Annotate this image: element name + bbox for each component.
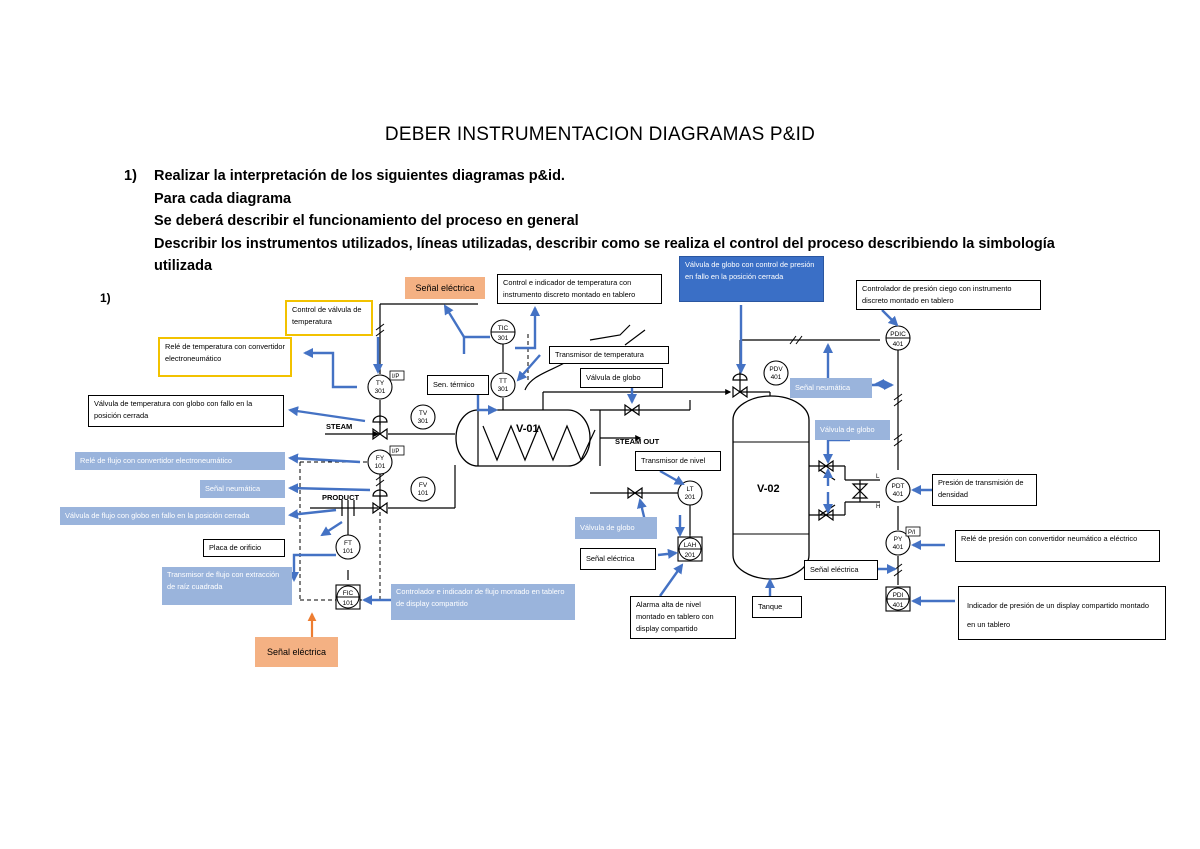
svg-text:101: 101 (375, 463, 386, 470)
svg-text:401: 401 (893, 341, 904, 348)
instrument-tic301: TIC 301 (490, 319, 516, 345)
label-alarma-nivel: Alarma alta de nivel montado en tablero … (630, 596, 736, 639)
svg-text:201: 201 (685, 552, 696, 559)
steam-out-label: STEAM OUT (615, 437, 660, 446)
label-valvula-temperatura-globo: Válvula de temperatura con globo con fal… (88, 395, 284, 427)
vessel-v02: V-02 (732, 395, 810, 580)
svg-text:401: 401 (893, 491, 904, 498)
svg-text:401: 401 (771, 374, 782, 381)
label-pdic-desc: Controlador de presión ciego con instrum… (856, 280, 1041, 310)
instruction-line-2: Para cada diagrama (154, 190, 292, 207)
instrument-pdic401: PDIC 401 (885, 325, 911, 351)
svg-text:TIC: TIC (498, 325, 509, 332)
svg-text:301: 301 (498, 335, 509, 342)
label-senal-electrica-bottom: Señal eléctrica (255, 637, 338, 667)
label-transmisor-flujo: Transmisor de flujo con extracción de ra… (162, 567, 292, 605)
label-transmisor-nivel: Transmisor de nivel (635, 451, 721, 471)
section-label: 1) (100, 291, 111, 305)
label-rele-presion: Relé de presión con convertidor neumátic… (955, 530, 1160, 562)
svg-text:TV: TV (419, 410, 428, 417)
pneumatic-marks (375, 323, 903, 577)
instruction-number: 1) (124, 168, 137, 184)
v02-label: V-02 (757, 483, 780, 495)
svg-text:301: 301 (375, 388, 386, 395)
svg-text:PDV: PDV (769, 366, 783, 373)
label-sensor-termico: Sen. térmico (427, 375, 489, 395)
label-valvula-globo-1: Válvula de globo (580, 368, 663, 388)
label-placa-orificio: Placa de orificio (203, 539, 285, 557)
label-senal-electrica-3: Señal eléctrica (804, 560, 878, 580)
annotation-arrows (287, 304, 955, 607)
instruction-line-4: Describir los instrumentos utilizados, l… (154, 235, 1055, 275)
label-transmisor-temp: Transmisor de temperatura (549, 346, 669, 364)
svg-text:TY: TY (376, 380, 385, 387)
instructions: 1) Realizar la interpretación de los sig… (124, 165, 1094, 278)
svg-text:101: 101 (343, 548, 354, 555)
instruction-line-1: Realizar la interpretación de los siguie… (154, 168, 565, 184)
tag-l: L (876, 474, 880, 480)
tag-ip-2: I/P (392, 449, 399, 455)
label-rele-temperatura: Relé de temperatura con convertidor elec… (158, 337, 292, 377)
svg-text:FV: FV (419, 482, 428, 489)
svg-text:PDT: PDT (892, 483, 905, 490)
tag-ip-1: I/P (392, 374, 399, 380)
svg-text:LT: LT (686, 486, 693, 493)
svg-text:FT: FT (344, 540, 352, 547)
label-senal-electrica-top: Señal eléctrica (405, 277, 485, 299)
vessel-v01: V-01 (455, 409, 601, 467)
label-controlador-flujo: Controlador e indicador de flujo montado… (391, 584, 575, 620)
instruction-line-3: Se deberá describir el funcionamiento de… (154, 213, 579, 229)
label-control-valvula-temp: Control de válvula de temperatura (285, 300, 373, 336)
label-senal-neumatica-2: Señal neumática (200, 480, 285, 498)
svg-text:101: 101 (418, 490, 429, 497)
instrument-fic101: FIC 101 (335, 584, 361, 610)
svg-text:FIC: FIC (343, 590, 354, 597)
svg-text:LAH: LAH (684, 542, 697, 549)
svg-text:PDI: PDI (893, 592, 904, 599)
svg-text:401: 401 (893, 544, 904, 551)
svg-text:PY: PY (894, 536, 903, 543)
label-senal-neumatica-1: Señal neumática (790, 378, 872, 398)
label-valvula-globo-3: Válvula de globo (575, 517, 657, 539)
instrument-pdi401: PDI 401 (885, 586, 911, 612)
label-tic-desc: Control e indicador de temperatura con i… (497, 274, 662, 304)
tag-h: H (876, 504, 880, 510)
label-rele-flujo: Relé de flujo con convertidor electroneu… (75, 452, 285, 470)
label-tanque: Tanque (752, 596, 802, 618)
svg-text:201: 201 (685, 494, 696, 501)
label-valvula-flujo-globo: Válvula de flujo con globo en fallo en l… (60, 507, 285, 525)
label-valvula-globo-2: Válvula de globo (815, 420, 890, 440)
instrument-lah201: LAH 201 (677, 536, 703, 562)
tag-pi: P/I (908, 530, 916, 536)
label-presion-transmision: Presión de transmisión de densidad (932, 474, 1037, 506)
label-pdv-desc: Válvula de globo con control de presión … (679, 256, 824, 302)
svg-text:PDIC: PDIC (890, 331, 906, 338)
svg-text:FY: FY (376, 455, 385, 462)
label-indicador-presion: Indicador de presión de un display compa… (958, 586, 1166, 640)
svg-text:TT: TT (499, 378, 507, 385)
product-label: PRODUCT (322, 493, 360, 502)
svg-text:101: 101 (343, 600, 354, 607)
label-senal-electrica-2: Señal eléctrica (580, 548, 656, 570)
svg-text:301: 301 (498, 386, 509, 393)
svg-text:301: 301 (418, 418, 429, 425)
steam-in-label: STEAM (326, 422, 352, 431)
document-title: DEBER INSTRUMENTACION DIAGRAMAS P&ID (384, 124, 816, 145)
v01-label: V-01 (516, 423, 539, 435)
svg-text:401: 401 (893, 602, 904, 609)
